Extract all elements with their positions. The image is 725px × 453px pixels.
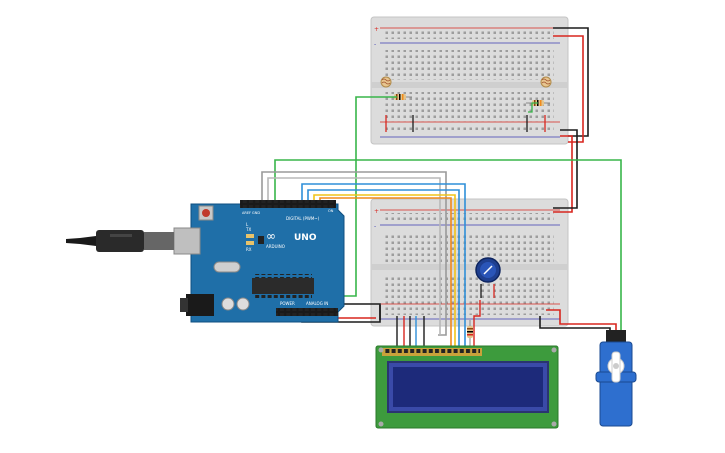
top-rail-minus: - [374,41,376,48]
usb-cable-icon [66,227,201,255]
board-model: UNO [294,233,317,243]
bottom-rail-plus: + [374,208,379,215]
breadboard-top: + - [370,16,569,145]
bottom-rail-minus: - [374,223,376,230]
arduino-logo-icon: ∞ [266,229,276,243]
rx-label: RX [246,247,252,252]
breadboard-bottom: + - [370,198,569,327]
photoresistor-right-icon [540,76,552,88]
digital-label: DIGITAL (PWM~) [286,216,320,221]
servo-motor-icon [595,330,637,427]
arduino-uno-board: ∞ UNO ARDUINO DIGITAL (PWM~) AREF GND TX… [190,200,345,323]
aref-label: AREF [242,211,251,215]
top-rail-plus: + [374,26,379,33]
analog-label: ANALOG IN [306,301,328,306]
on-label: ON [328,209,334,213]
l-label: L [246,222,249,227]
photoresistor-left-icon [380,76,392,88]
tx-label: TX [245,227,251,232]
power-jack-icon [180,294,214,316]
resistor-lcd-icon [467,320,473,348]
power-label: POWER [280,301,295,306]
board-brand: ARDUINO [266,244,285,249]
potentiometer-icon [475,257,501,283]
lcd-16x2 [375,345,559,429]
gnd-label: GND [252,211,260,215]
